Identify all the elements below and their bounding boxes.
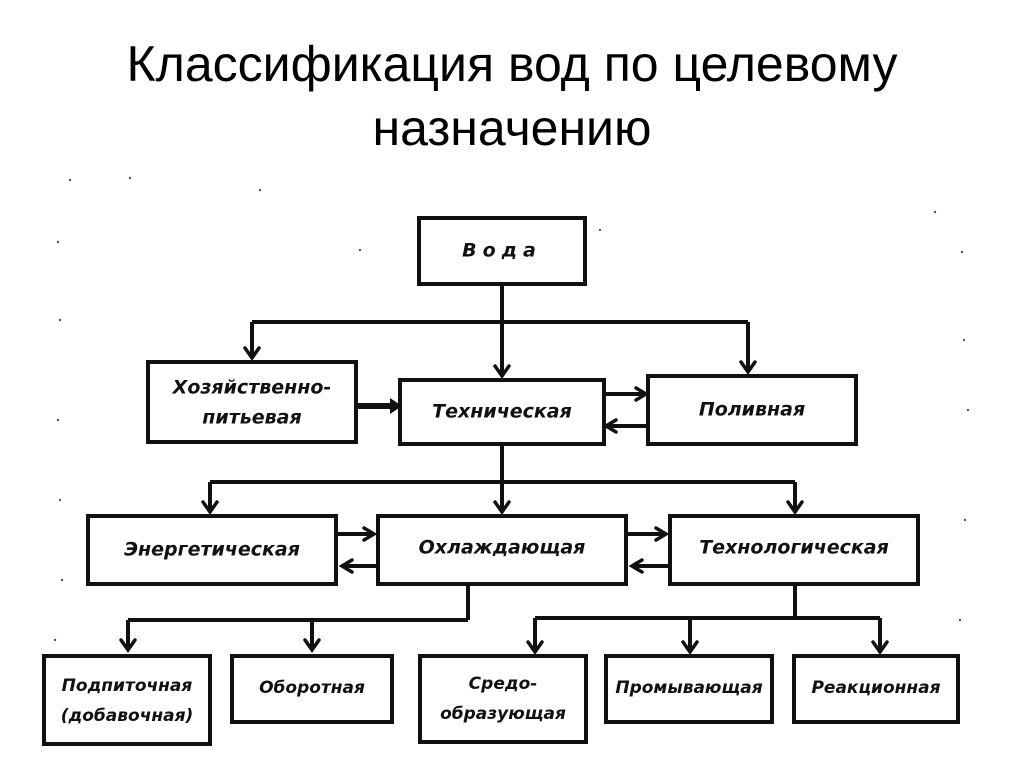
arrowhead-tekhnicheskaya xyxy=(493,364,511,380)
node-oborotnaya-label: Оборотная xyxy=(259,678,365,698)
node-voda: Вода xyxy=(417,216,587,286)
slide-title-line-2: назначению xyxy=(372,100,652,156)
node-podpitochnaya-label-1: Подпиточная xyxy=(62,676,193,696)
node-tekhnicheskaya: Техническая xyxy=(398,378,606,446)
node-reaktsionnaya-label: Реакционная xyxy=(811,678,940,698)
arrowhead-okhl-to-tekhnol xyxy=(654,526,670,542)
node-tekhnicheskaya-label: Техническая xyxy=(432,401,572,423)
arrowhead-energ-to-okhl xyxy=(362,526,378,542)
arrowhead-tekhnologicheskaya xyxy=(786,500,804,516)
node-polivnaya-label: Поливная xyxy=(699,399,805,421)
node-energeticheskaya-label: Энергетическая xyxy=(124,539,300,561)
node-voda-label: Вода xyxy=(462,240,542,262)
node-sredoobrazuyushchaya: Средо- образующая xyxy=(418,654,588,744)
node-khoz-pitevaya: Хозяйственно- питьевая xyxy=(146,360,358,444)
arrowhead-podpitochnaya xyxy=(119,638,137,654)
node-khoz-label-2: питьевая xyxy=(202,407,301,429)
node-polivnaya: Поливная xyxy=(646,374,858,446)
node-okhlazhdayushchaya-label: Охлаждающая xyxy=(419,537,586,559)
slide-title-line-1: Классификация вод по целевому xyxy=(126,36,898,92)
arrowhead-okhlazhdayushchaya xyxy=(493,500,511,516)
node-reaktsionnaya: Реакционная xyxy=(792,654,960,724)
node-tekhnologicheskaya: Технологическая xyxy=(668,514,920,586)
node-podpitochnaya: Подпиточная (добавочная) xyxy=(42,654,212,746)
slide-title: Классификация вод по целевому назначению xyxy=(0,32,1024,160)
node-sredo-label-2: образующая xyxy=(440,704,566,724)
arrowhead-khoz-to-tekh xyxy=(390,398,402,414)
node-podpitochnaya-label-2: (добавочная) xyxy=(61,706,194,726)
connectors xyxy=(119,285,889,656)
node-energeticheskaya: Энергетическая xyxy=(86,514,338,586)
arrowhead-sredo xyxy=(526,640,544,656)
node-promyvayushchaya: Промывающая xyxy=(604,654,774,724)
arrowhead-oborotnaya xyxy=(303,638,321,654)
node-tekhnologicheskaya-label: Технологическая xyxy=(699,537,889,559)
arrowhead-reaktsionnaya xyxy=(871,640,889,656)
node-khoz-label-1: Хозяйственно- xyxy=(172,377,332,399)
scan-noise xyxy=(53,176,970,642)
arrowhead-promyvayushchaya xyxy=(681,640,699,656)
node-okhlazhdayushchaya: Охлаждающая xyxy=(376,514,628,586)
node-sredo-label-1: Средо- xyxy=(469,674,538,694)
arrowhead-tekhnol-to-okhl xyxy=(628,558,644,574)
arrowhead-khoz xyxy=(243,346,261,362)
node-promyvayushchaya-label: Промывающая xyxy=(615,678,762,698)
node-oborotnaya: Оборотная xyxy=(230,654,394,724)
arrowhead-energeticheskaya xyxy=(201,500,219,516)
arrowhead-polivnaya xyxy=(739,360,757,376)
arrowhead-okhl-to-energ xyxy=(338,558,354,574)
